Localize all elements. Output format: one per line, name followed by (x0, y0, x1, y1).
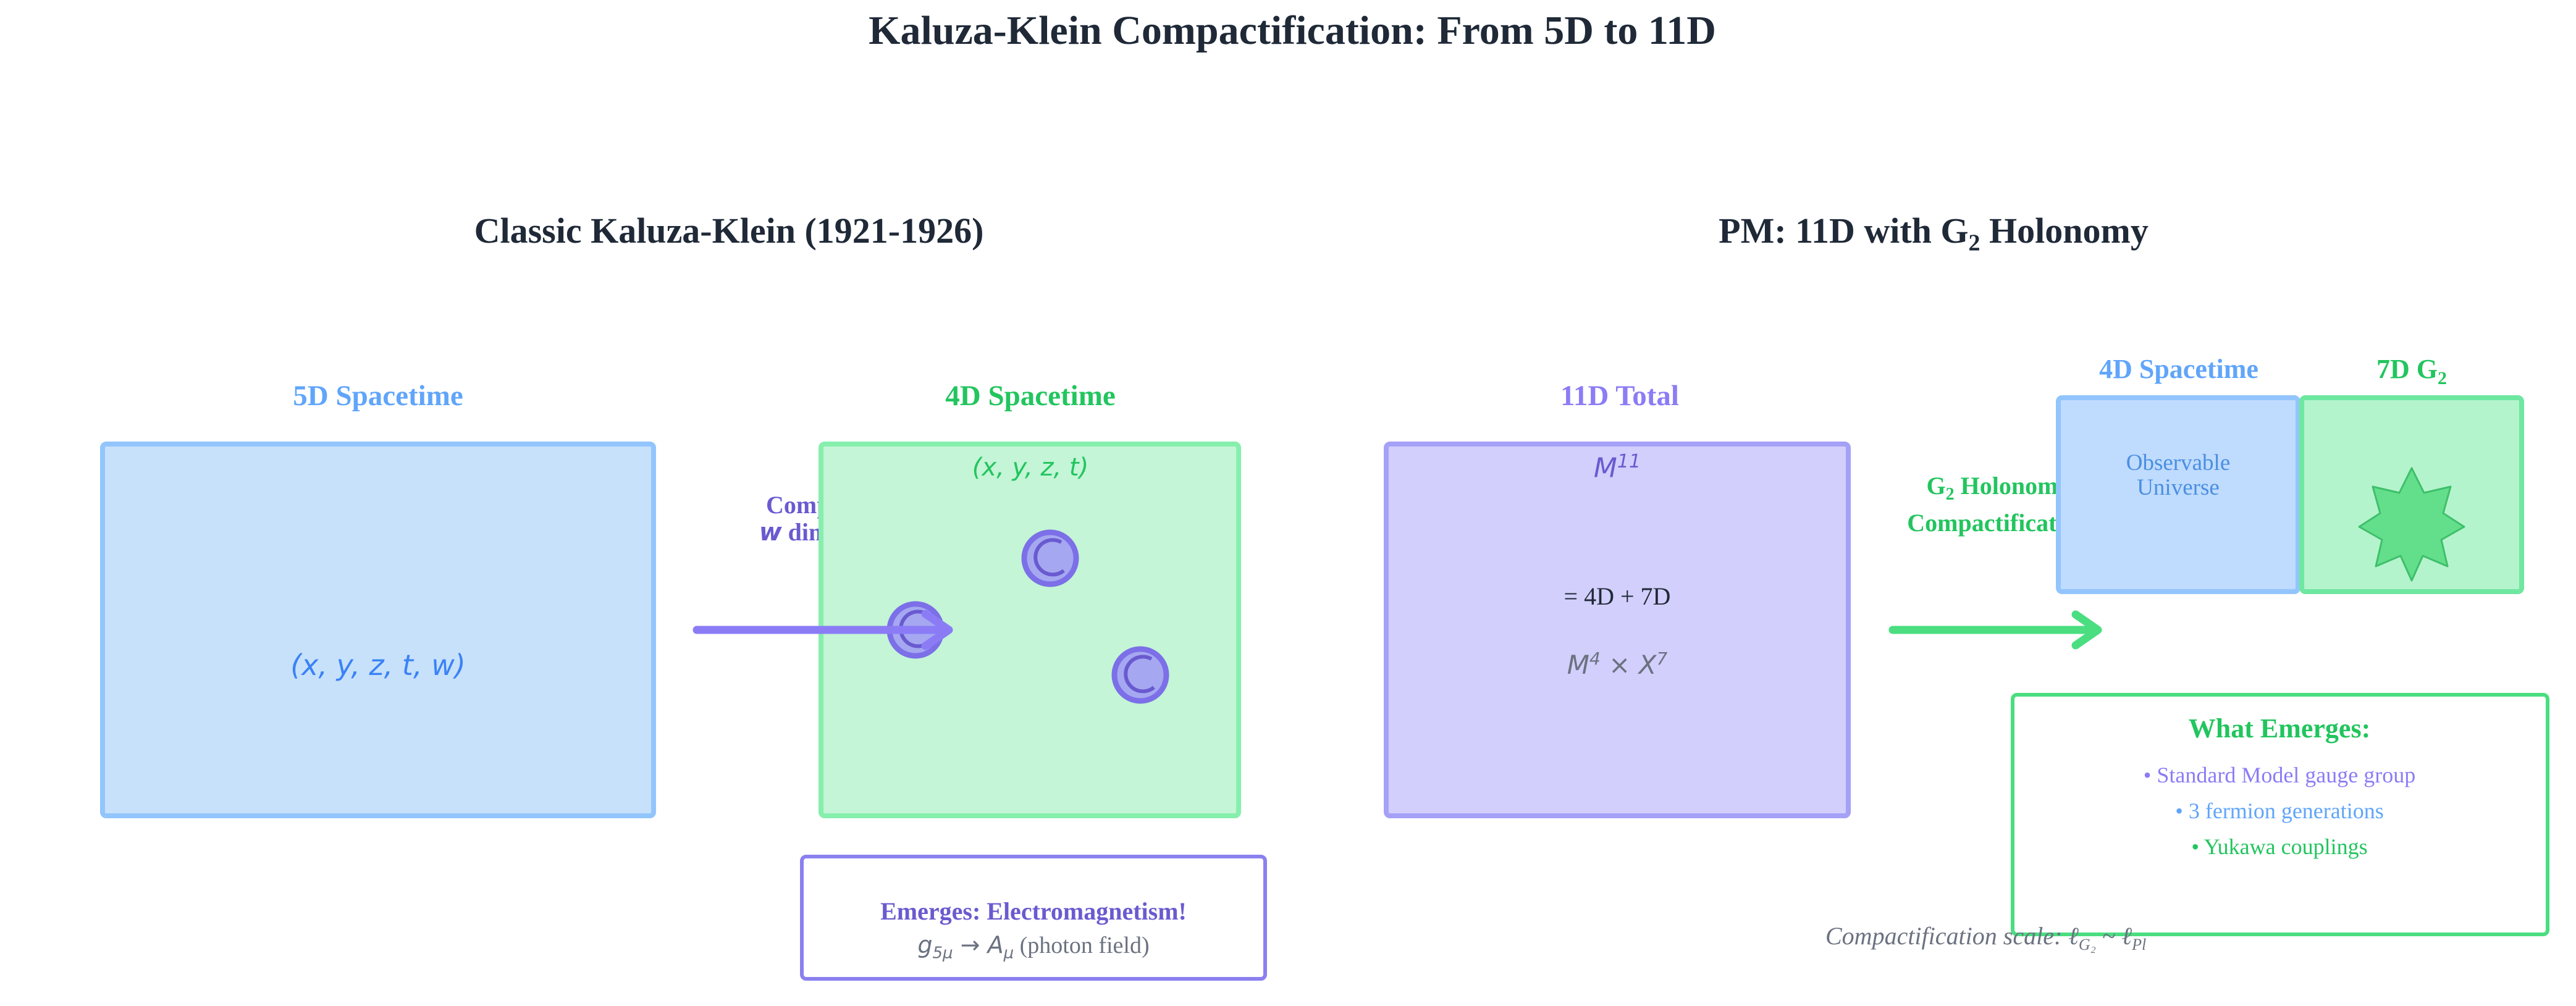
g2-star-icon (2358, 467, 2465, 582)
box-5d-spacetime (100, 442, 656, 818)
compact-circle (1111, 646, 1169, 704)
page-title: Kaluza-Klein Compactification: From 5D t… (869, 8, 1716, 53)
box-5d-coords: (x, y, z, t, w) (290, 648, 466, 682)
what-emerges-box (2011, 693, 2549, 936)
box-11d-total (1384, 442, 1851, 818)
box-4d-right-spacetime (2056, 395, 2300, 594)
box-11d-equation: = 4D + 7D (1564, 582, 1671, 610)
box-5d-label: 5D Spacetime (293, 380, 463, 412)
what-emerges-item-1: • Standard Model gauge group (2143, 763, 2416, 787)
em-emerges-formula: g5μ → Aμ (photon field) (917, 931, 1150, 963)
what-emerges-item-2: • 3 fermion generations (2175, 799, 2384, 823)
box-4d-right-label: 4D Spacetime (2099, 354, 2258, 384)
what-emerges-title: What Emerges: (2188, 713, 2371, 744)
box-7d-label: 7D G2 (2376, 354, 2447, 388)
compact-circle (1021, 529, 1079, 587)
right-section-heading: PM: 11D with G2 Holonomy (1719, 211, 2149, 256)
compactify-arrow (692, 610, 953, 650)
box-4d-left-coords: (x, y, z, t) (972, 453, 1089, 482)
left-section-heading: Classic Kaluza-Klein (1921-1926) (474, 211, 984, 251)
em-emerges-title: Emerges: Electromagnetism! (880, 897, 1187, 925)
em-emerges-box (800, 855, 1267, 981)
box-11d-product: M4 × X7 (1567, 648, 1668, 680)
compactification-scale-note: Compactification scale: ℓG₂ ~ ℓPl (1825, 922, 2147, 954)
box-4d-left-label: 4D Spacetime (945, 380, 1116, 412)
box-4d-right-text: Observable Universe (2126, 450, 2231, 500)
box-11d-manifold: M11 (1593, 451, 1641, 484)
what-emerges-item-3: • Yukawa couplings (2191, 834, 2368, 859)
box-11d-label: 11D Total (1560, 380, 1679, 412)
g2-compactification-arrow (1888, 610, 2102, 650)
